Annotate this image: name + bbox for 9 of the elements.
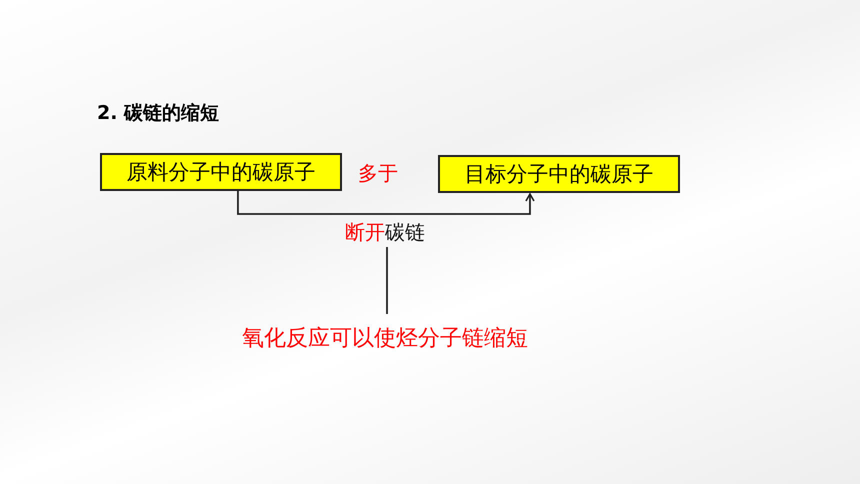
annotation-text: 氧化反应可以使烃分子链缩短 <box>242 325 528 353</box>
annotation-text: 碳链 <box>385 218 425 246</box>
annotation-text: 断开 <box>345 218 385 246</box>
bracket-arrow <box>237 191 535 215</box>
connector-line <box>386 247 388 314</box>
text-box: 目标分子中的碳原子 <box>438 155 680 193</box>
slide-title: 2. 碳链的缩短 <box>97 101 220 126</box>
relation-text: 多于 <box>358 160 398 187</box>
text-box: 原料分子中的碳原子 <box>100 153 342 191</box>
